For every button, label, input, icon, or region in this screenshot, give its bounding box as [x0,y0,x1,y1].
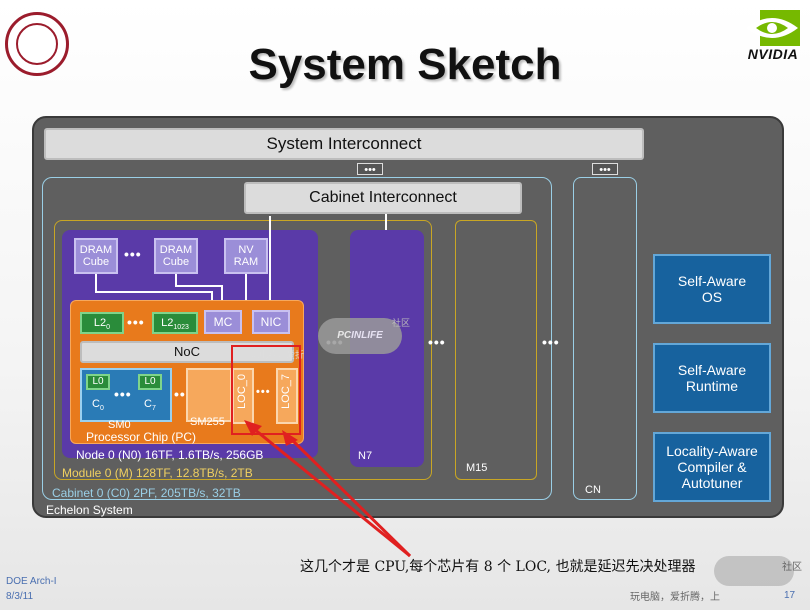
cabinet-interconnect-bar: Cabinet Interconnect [244,182,522,214]
core-c7-label: C [144,398,152,410]
core-c0-label: C [92,398,100,410]
l2-0-label: L2 [93,317,107,329]
locality-aware-compiler-box: Locality-Aware Compiler & Autotuner [653,432,771,502]
loc-dots: ••• [256,386,271,398]
memory-controller: MC [204,310,242,334]
watermark-mid-text-2: 玩电脑，爱折 [250,350,305,360]
pcinlife-watermark-cloud: PCINLIFE [318,318,402,354]
slide-title: System Sketch [248,40,562,89]
core-dots: ••• [114,386,132,402]
l2-1023-label: L2 [161,317,174,329]
self-aware-os-box: Self-Aware OS [653,254,771,324]
core-c0: C0 [92,398,104,412]
cn-outline [573,177,637,500]
self-aware-runtime-box: Self-Aware Runtime [653,343,771,413]
m15-outline [455,220,537,480]
university-seal-logo [5,12,69,76]
cn-label: CN [585,484,601,496]
nvidia-logo-text: NVIDIA [747,46,799,62]
processor-chip-label: Processor Chip (PC) [86,430,197,444]
l0-cache-a: L0 [86,374,110,390]
l2-0-subscript: 0 [106,324,111,332]
m15-label: M15 [466,462,488,474]
sm0-label: SM0 [108,419,131,431]
cabinet-0-label: Cabinet 0 (C0) 2PF, 205TB/s, 32TB [52,486,241,500]
nv-ram: NV RAM [224,238,268,274]
footer-watermark-cloud [714,556,794,586]
core-c7-subscript: 7 [151,405,156,413]
dram-cube-2: DRAM Cube [154,238,198,274]
core-c0-subscript: 0 [99,405,104,413]
footer-date: 8/3/11 [6,591,34,602]
dram-cube-1: DRAM Cube [74,238,118,274]
dram-dots: ••• [124,246,142,262]
loc-7-block [276,368,298,424]
echelon-system-label: Echelon System [46,503,133,517]
sm255-label: SM255 [190,416,225,428]
n7-label: N7 [358,450,373,462]
footer-watermark-bottom: 玩电脑，爱折腾，上 [630,592,720,603]
l2-1023-subscript: 1023 [173,324,189,332]
nvidia-eye-icon [746,10,800,46]
cabinet-outline [42,177,552,500]
l2-cache-0: L20 [80,312,124,334]
footer-page-number: 17 [784,590,796,601]
cabinet-dots: ••• [542,334,560,350]
l0-cache-b: L0 [138,374,162,390]
interconnect-dots-2: ••• [592,163,618,176]
sm255-block [186,368,232,422]
module-0-label: Module 0 (M) 128TF, 12.8TB/s, 2TB [62,466,253,480]
module-dots: ••• [428,334,446,350]
core-c7: C7 [144,398,156,412]
interconnect-dots-1: ••• [357,163,383,176]
l2-cache-1023: L21023 [152,312,198,334]
watermark-mid-text: 社区 [392,318,411,328]
system-interconnect-bar: System Interconnect [44,128,644,160]
seal-inner-ring [16,23,58,65]
l2-dots: ••• [127,314,145,330]
node-0-label: Node 0 (N0) 16TF, 1.6TB/s, 256GB [76,448,264,462]
footer-title: DOE Arch-I [6,576,57,587]
annotation-caption: 这几个才是 CPU,每个芯片有 8 个 LOC, 也就是延迟先决处理器 [300,559,696,575]
network-interface-controller: NIC [252,310,290,334]
module-outline [54,220,432,480]
footer-watermark-top: 社区 [782,562,802,573]
